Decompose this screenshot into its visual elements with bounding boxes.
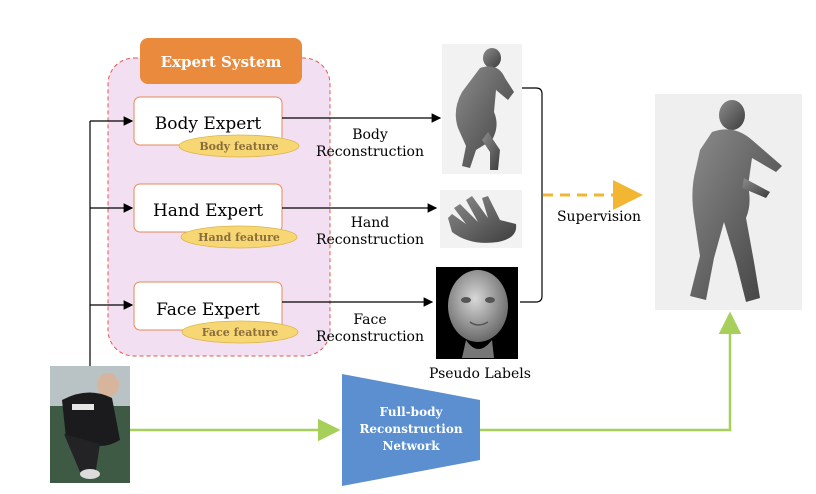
full-body-network-shape <box>342 374 480 486</box>
body-feature-badge <box>178 134 300 158</box>
expert-system-title: Expert System <box>161 53 282 71</box>
hand-expert-label: Hand Expert <box>153 201 263 221</box>
body-feature-label: Body feature <box>199 140 278 153</box>
expert-system-title-box <box>140 38 302 84</box>
pseudo-labels-bracket <box>520 87 543 303</box>
face-feature-label: Face feature <box>202 326 279 339</box>
hand-feature-badge <box>180 225 298 249</box>
input-photo <box>50 366 130 483</box>
full-body-mesh-image <box>655 94 802 310</box>
hand-feature-label: Hand feature <box>198 231 280 244</box>
hand-recon-label-1: Hand <box>351 215 390 231</box>
network-to-output-arrow <box>480 311 742 432</box>
body-recon-label-2: Reconstruction <box>316 144 424 160</box>
body-expert-label: Body Expert <box>155 114 262 134</box>
network-label-3: Network <box>382 439 440 453</box>
body-mesh-image <box>442 44 522 174</box>
face-recon-label-2: Reconstruction <box>316 329 424 345</box>
body-recon-label-1: Body <box>352 127 388 143</box>
face-feature-badge <box>181 320 299 344</box>
hand-recon-label-2: Reconstruction <box>316 232 424 248</box>
face-expert-label: Face Expert <box>156 300 260 320</box>
network-label-1: Full-body <box>380 405 444 419</box>
face-recon-label-1: Face <box>353 312 386 328</box>
network-label-2: Reconstruction <box>359 422 462 436</box>
hand-mesh-image <box>440 190 522 248</box>
pseudo-labels-label: Pseudo Labels <box>429 366 531 382</box>
supervision-label: Supervision <box>557 209 641 225</box>
face-mesh-image <box>436 267 518 359</box>
